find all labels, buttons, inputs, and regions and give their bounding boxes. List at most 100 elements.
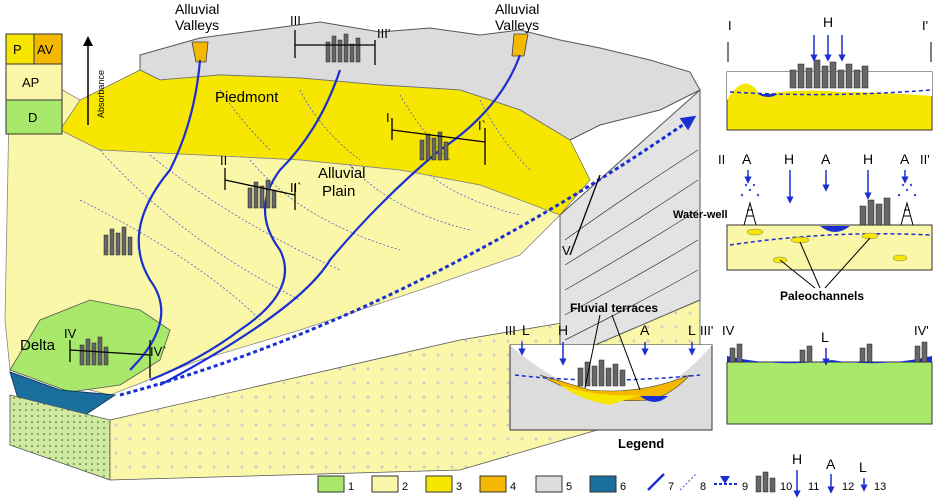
panel-2-end: II' [920,152,930,167]
legend-item-4: 4 [510,481,516,493]
legend-item-5: 5 [566,481,572,493]
section-v-label: V [562,243,571,258]
legend-title: Legend [618,436,664,451]
delta-label: Delta [20,337,56,354]
panel-4-marker-l: L [821,329,829,345]
panel-3-marker-3: A [640,322,650,338]
legend-item-6: 6 [620,481,626,493]
panel-2-marker-3: A [821,151,831,167]
legend-item-8: 8 [700,481,706,493]
legend-swatch-5 [535,475,563,493]
panel-3-terrace-inner [560,385,640,405]
panel-3-marker-1: L [522,322,530,338]
panel-3-city [577,359,626,387]
section-i-end-label: I` [478,118,486,133]
key-av-text: AV [37,42,54,57]
panel-2-marker-1: A [742,151,752,167]
panel-3-marker-4: L [688,322,696,338]
legend-swatch-4 [479,475,507,493]
panel-1-end: I' [922,18,928,33]
panel-2-marker-5: A [900,151,910,167]
panel-3-gw [514,374,701,381]
panel-2: II II' A H A H A Water-well Paleochannel… [673,151,933,303]
legend-flowline-icon [679,473,697,491]
panel-4: IV IV' L [722,323,933,425]
legend-item-2: 2 [402,481,408,493]
valley-right [511,33,529,57]
absorbance-key: P AV AP D Absorbance [5,33,106,135]
fluvial-terraces-label: Fluvial terraces [570,301,658,315]
section-iii-end-label: III' [377,26,390,41]
panel-2-frame [726,224,933,271]
panel-1-water [758,94,778,97]
legend-swatch-2 [371,475,399,493]
valley-left [191,41,209,63]
panel-4-start: IV [722,323,735,338]
key-ap-text: AP [22,75,39,90]
city-clusters [79,33,449,366]
legend-city-icon [755,471,776,493]
absorbance-label: Absorbance [96,70,106,118]
alluvial-plain-label-2: Plain [322,183,355,200]
panel-3-end: III' [700,323,713,338]
absorbance-arrow-head [83,36,93,46]
key-cell-ap [5,63,63,101]
valleys-left-label-1: Alluvial [175,1,219,17]
panel-2-marker-2: H [784,151,794,167]
panel-3-water [640,396,668,402]
legend-item-9: 9 [742,481,748,493]
valleys-right-label-1: Alluvial [495,1,539,17]
legend-item-7: 7 [668,481,674,493]
section-iv-end-label: IV` [150,344,167,359]
alluvial-plain-label-1: Alluvial [318,165,366,182]
panel-1-gw [729,89,931,96]
paleochannels-label: Paleochannels [780,289,864,303]
panel-2-gw [729,233,931,246]
legend-swatch-1 [317,475,345,493]
water-well-icon [743,201,914,226]
panel-2-marker-4: H [863,151,873,167]
legend-swatch-3 [425,475,453,493]
block-diagram: III III' I I` II II` IV IV` V Alluvial V… [4,1,701,481]
legend-item-1: 1 [348,481,354,493]
legend-item-13: 13 [874,481,886,493]
key-d-text: D [28,110,37,125]
panel-2-water [820,226,850,232]
panel-3-marker-2: H [558,322,568,338]
section-ii-label: II [220,153,227,168]
panel-3-start: III [505,323,516,338]
legend-marker-l: L [859,459,867,475]
panel-4-end: IV' [914,323,929,338]
panel-1-surface [727,72,932,100]
legend-marker-a: A [826,456,836,472]
valleys-left-label-2: Valleys [175,17,219,33]
section-iii-label: III [290,13,301,28]
legend-item-3: 3 [456,481,462,493]
piedmont-label: Piedmont [215,89,279,106]
panel-3: Fluvial terraces III III' L H A L [505,301,713,431]
section-ii-end-label: II` [290,180,302,195]
panel-1-city [789,59,869,89]
water-well-label: Water-well [673,209,728,221]
legend-river-icon [647,473,665,491]
key-cell-p [5,33,35,65]
groundwater-flow [119,115,697,397]
panel-2-start: II [718,152,725,167]
side-strata [564,149,699,341]
legend-marker-h: H [792,451,802,467]
panel-1-start: I [728,18,732,33]
panel-4-city [729,341,928,363]
well-spray-icon [740,183,917,197]
key-p-text: P [13,42,22,57]
rivers [129,54,522,386]
legend-gw-triangle-icon [720,476,730,484]
key-cell-d [5,99,63,135]
side-face [559,88,701,361]
panel-4-frame [726,361,933,425]
legend-item-11: 11 [808,481,819,493]
valleys-right-label-2: Valleys [495,17,539,33]
panel-1-marker-h: H [823,14,833,30]
section-lines [69,30,601,378]
legend: Legend 1 2 3 4 5 6 7 8 9 10 H 11 A 12 L … [317,436,886,498]
